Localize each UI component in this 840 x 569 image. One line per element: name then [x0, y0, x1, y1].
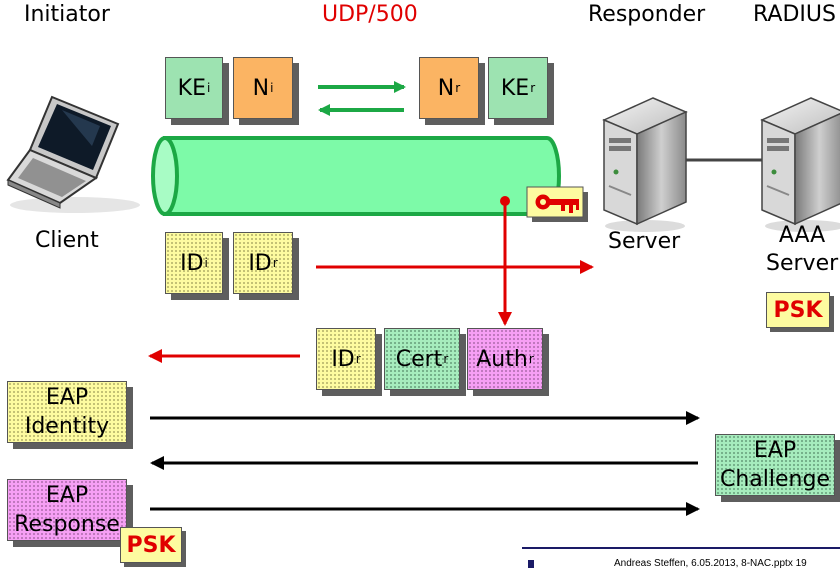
eap-response-box: EAP Response [7, 479, 127, 541]
udp-header: UDP/500 [322, 2, 418, 27]
id-r2-text: ID [331, 346, 355, 372]
aaa-server-icon [760, 97, 840, 232]
eap-response-line2: Response [14, 512, 120, 537]
n-r-text: N [437, 75, 455, 101]
psk-aaa-badge: PSK [766, 292, 830, 328]
aaa-label-line1: AAA [778, 223, 826, 248]
eap-response-line1: EAP [45, 483, 89, 508]
eap-challenge-line1: EAP [753, 438, 797, 463]
eap-challenge-box: EAP Challenge [715, 434, 835, 496]
id-r2-sub: r [355, 352, 361, 366]
ke-r-sub: r [530, 81, 536, 95]
footer-text: Andreas Steffen, 6.05.2013, 8-NAC.pptx 1… [614, 558, 807, 569]
client-label: Client [35, 228, 99, 253]
aaa-server-label: AAA Server [766, 222, 838, 278]
server-label: Server [608, 229, 681, 254]
psk-client-badge: PSK [120, 527, 182, 563]
id-i-sub: i [204, 256, 208, 270]
radius-header: RADIUS [753, 2, 836, 27]
id-i-text: ID [180, 250, 204, 276]
key-icon [526, 186, 588, 222]
auth-r-text: Auth [476, 346, 528, 372]
ipsec-tunnel [151, 136, 561, 216]
ke-i-sub: i [206, 81, 211, 95]
auth-r-sub: r [528, 352, 534, 366]
cert-r-text: Cert [395, 346, 443, 372]
initiator-header: Initiator [24, 2, 110, 27]
ke-i-text: KE [177, 75, 206, 101]
eap-identity-line2: Identity [24, 414, 110, 439]
id-r-sub: r [272, 256, 278, 270]
footer-marker [528, 560, 534, 568]
id-r-text: ID [248, 250, 272, 276]
eap-identity-box: EAP Identity [7, 381, 127, 443]
eap-identity-line1: EAP [45, 385, 89, 410]
n-i-sub: i [270, 81, 274, 95]
aaa-label-line2: Server [766, 251, 839, 276]
n-i-text: N [252, 75, 270, 101]
cert-r-sub: r [443, 352, 449, 366]
ke-r-text: KE [500, 75, 530, 101]
server-icon [602, 97, 688, 232]
n-r-sub: r [455, 81, 461, 95]
laptop-icon [6, 95, 140, 213]
eap-challenge-line2: Challenge [720, 467, 830, 492]
responder-header: Responder [588, 2, 706, 27]
